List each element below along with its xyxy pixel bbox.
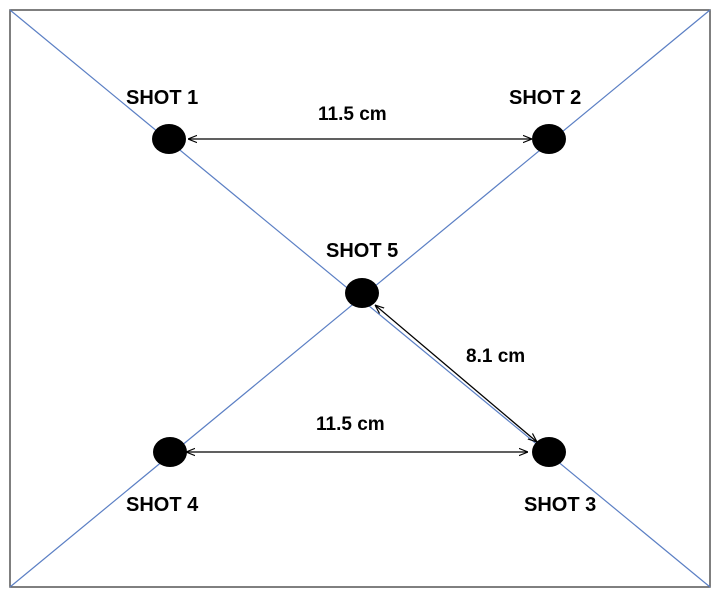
- shot-4-marker: [153, 437, 187, 467]
- distance-label-shot1-shot2: 11.5 cm: [318, 104, 387, 125]
- shot-2-marker: [532, 124, 566, 154]
- shot-4-label: SHOT 4: [126, 494, 199, 516]
- shot-3-label: SHOT 3: [524, 494, 596, 516]
- shot-1-marker: [152, 124, 186, 154]
- measurement-arrow-shot5-shot3: [375, 305, 537, 442]
- distance-label-shot5-shot3: 8.1 cm: [466, 346, 525, 367]
- shot-3-marker: [532, 437, 566, 467]
- distance-label-shot4-shot3: 11.5 cm: [316, 414, 385, 435]
- shot-1-label: SHOT 1: [126, 87, 198, 109]
- shot-5-marker: [345, 278, 379, 308]
- shot-2-label: SHOT 2: [509, 87, 581, 109]
- shot-5-label: SHOT 5: [326, 240, 398, 262]
